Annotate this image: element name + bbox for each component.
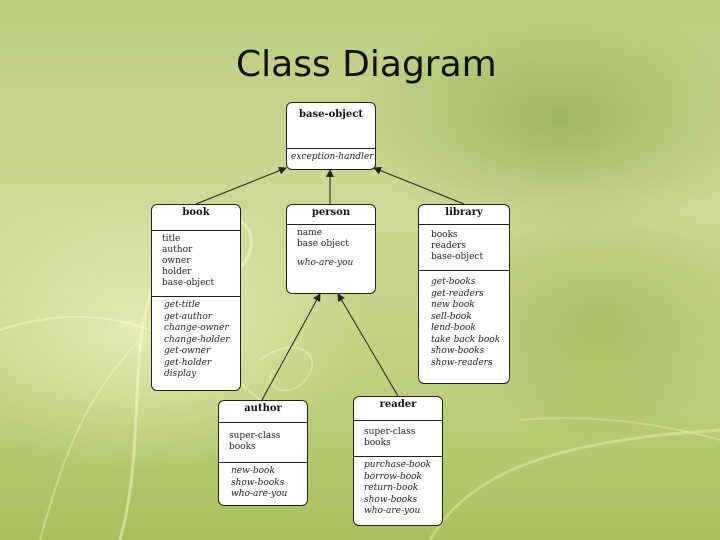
operation: lend-book bbox=[431, 323, 476, 333]
class-attributes: books readers base-object bbox=[419, 225, 509, 271]
class-operations: purchase-book borrow-book return-book sh… bbox=[354, 457, 442, 521]
connector-book-base-object bbox=[195, 166, 287, 205]
class-attributes: name base object bbox=[287, 225, 375, 255]
operation: sell-book bbox=[431, 311, 472, 322]
operation: new-book bbox=[231, 466, 275, 476]
operation: who-are-you bbox=[297, 258, 354, 268]
class-name: reader bbox=[354, 397, 442, 421]
class-attributes: super-class books bbox=[219, 423, 307, 463]
operation: get-author bbox=[164, 311, 213, 322]
operation: show-readers bbox=[431, 357, 493, 368]
attribute: holder bbox=[162, 267, 192, 277]
connector-library-base-object bbox=[373, 166, 465, 205]
class-person: person name base object who-are-you bbox=[286, 204, 376, 294]
class-operations: get-books get-readers new book sell-book… bbox=[419, 271, 509, 372]
connector-reader-person bbox=[337, 293, 399, 397]
class-base-object: base-object exception-handler bbox=[286, 102, 376, 170]
attribute: books bbox=[364, 438, 391, 448]
operation: get-title bbox=[164, 300, 201, 310]
class-name: person bbox=[287, 205, 375, 225]
class-operations: new-book show-books who-are-you bbox=[219, 463, 307, 504]
operation: who-are-you bbox=[364, 506, 421, 516]
operation: purchase-book bbox=[364, 460, 432, 470]
attribute: name bbox=[297, 228, 323, 238]
class-operations: get-title get-author change-owner change… bbox=[152, 297, 240, 384]
attribute: books bbox=[431, 230, 458, 240]
attribute: books bbox=[229, 442, 256, 452]
class-name: book bbox=[152, 205, 240, 231]
operation: change-owner bbox=[164, 323, 229, 333]
class-operations: who-are-you bbox=[287, 255, 375, 273]
attribute: base-object bbox=[431, 252, 484, 262]
class-author: author super-class books new-book show-b… bbox=[218, 400, 308, 506]
operation: return-book bbox=[364, 483, 419, 493]
operation: show-books bbox=[364, 494, 418, 505]
attribute: super-class bbox=[229, 431, 281, 441]
class-reader: reader super-class books purchase-book b… bbox=[353, 396, 443, 526]
class-library: library books readers base-object get-bo… bbox=[418, 204, 510, 384]
operation: show-books bbox=[431, 346, 485, 356]
operation: display bbox=[164, 369, 197, 379]
class-name: base-object bbox=[287, 103, 375, 149]
operation: get-owner bbox=[164, 346, 211, 356]
attribute: author bbox=[162, 245, 193, 255]
class-name: library bbox=[419, 205, 509, 225]
operation: change-holder bbox=[164, 334, 230, 345]
attribute: owner bbox=[162, 256, 191, 266]
connector-author-person bbox=[261, 293, 321, 401]
attribute: base-object bbox=[162, 278, 215, 288]
attribute: super-class bbox=[364, 427, 416, 437]
operation: new book bbox=[431, 300, 475, 310]
operation: take back book bbox=[431, 334, 501, 345]
class-attributes: title author owner holder base-object bbox=[152, 231, 240, 297]
operation: show-books bbox=[231, 477, 285, 488]
class-operations: exception-handler bbox=[287, 149, 375, 167]
attribute: base object bbox=[297, 239, 349, 249]
operation: get-books bbox=[431, 277, 476, 287]
operation: get-readers bbox=[431, 288, 484, 299]
operation: exception-handler bbox=[291, 152, 374, 162]
slide-title: Class Diagram bbox=[236, 44, 497, 85]
attribute: readers bbox=[431, 241, 467, 251]
class-name: author bbox=[219, 401, 307, 423]
class-attributes: super-class books bbox=[354, 421, 442, 457]
attribute: title bbox=[162, 234, 181, 244]
operation: borrow-book bbox=[364, 471, 422, 482]
operation: get-holder bbox=[164, 357, 212, 368]
operation: who-are-you bbox=[231, 489, 288, 499]
class-book: book title author owner holder base-obje… bbox=[151, 204, 241, 391]
